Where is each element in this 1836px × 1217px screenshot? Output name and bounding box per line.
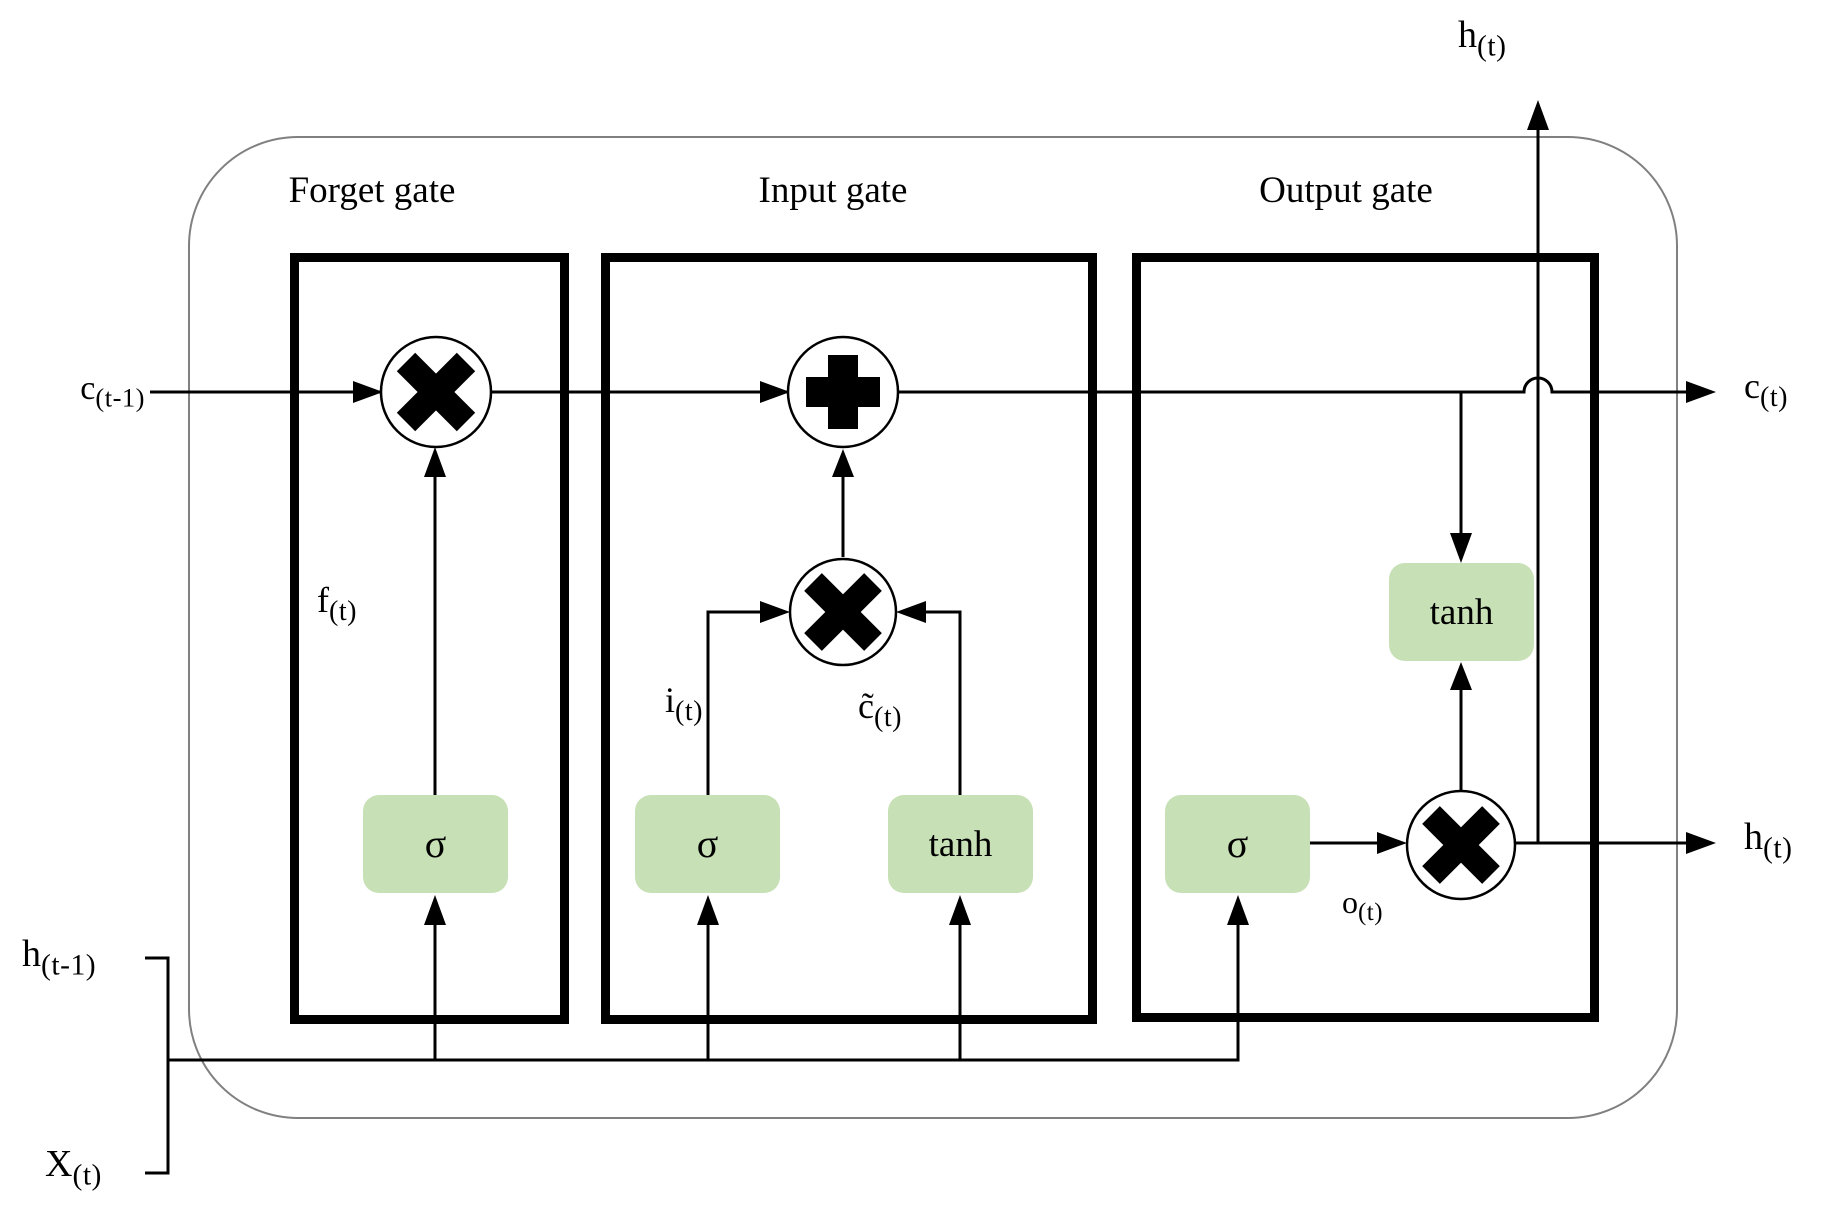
- output-gate-label: Output gate: [1259, 170, 1433, 211]
- output-act-sub: (t): [1358, 898, 1384, 926]
- forget-gate-box: [290, 253, 569, 1024]
- candidate-sub: (t): [873, 701, 902, 733]
- label-cell-next: c(t): [1744, 368, 1788, 412]
- forget-act-main: f: [316, 580, 329, 620]
- label-hidden-prev: h(t-1): [22, 935, 96, 981]
- cell-prev-main: c: [80, 370, 96, 407]
- candidate-main: c̃: [858, 686, 874, 726]
- label-hidden-out-right: h(t): [1744, 818, 1792, 864]
- label-forget-activation: f(t): [295, 582, 357, 626]
- hidden-top-sub: (t): [1477, 30, 1507, 63]
- tanh-label: tanh: [1429, 591, 1494, 633]
- hidden-right-main: h: [1744, 816, 1763, 858]
- input-sigma-box: σ: [635, 795, 780, 893]
- input-tanh-box: tanh: [888, 795, 1033, 893]
- input-act-main: i: [664, 680, 675, 720]
- output-act-main: o: [1342, 884, 1358, 920]
- input-gate-box: [601, 253, 1097, 1024]
- hidden-prev-main: h: [22, 933, 41, 975]
- forget-gate-label: Forget gate: [288, 170, 456, 211]
- input-gate-label: Input gate: [758, 170, 908, 211]
- output-gate-box: [1132, 253, 1599, 1022]
- arrowhead-cell-out: [1686, 381, 1716, 403]
- input-act-sub: (t): [674, 695, 703, 727]
- cell-next-main: c: [1744, 366, 1760, 406]
- input-x-main: X: [45, 1143, 73, 1185]
- label-input-activation: i(t): [645, 682, 703, 726]
- arrowhead-hidden-top: [1527, 100, 1549, 130]
- output-tanh-box: tanh: [1389, 563, 1534, 661]
- label-cell-prev: c(t-1): [40, 372, 145, 411]
- label-output-activation: o(t): [1342, 886, 1383, 926]
- label-candidate: c̃(t): [858, 688, 902, 732]
- cell-next-sub: (t): [1759, 381, 1788, 413]
- tanh-label: tanh: [928, 823, 993, 865]
- arrowhead-hidden-out: [1686, 832, 1716, 854]
- input-x-sub: (t): [72, 1159, 102, 1192]
- label-hidden-out-top: h(t): [1458, 16, 1506, 62]
- sigma-label: σ: [696, 821, 719, 866]
- forget-sigma-box: σ: [363, 795, 508, 893]
- hidden-prev-sub: (t-1): [41, 949, 97, 982]
- sigma-label: σ: [424, 821, 447, 866]
- input-bracket: [145, 956, 170, 1175]
- hidden-top-main: h: [1458, 14, 1477, 56]
- label-input-x: X(t): [45, 1145, 102, 1191]
- sigma-label: σ: [1226, 821, 1249, 866]
- output-sigma-box: σ: [1165, 795, 1310, 893]
- cell-boundary: [188, 136, 1678, 1119]
- forget-act-sub: (t): [328, 595, 357, 627]
- cell-prev-sub: (t-1): [95, 382, 145, 413]
- hidden-right-sub: (t): [1763, 832, 1793, 865]
